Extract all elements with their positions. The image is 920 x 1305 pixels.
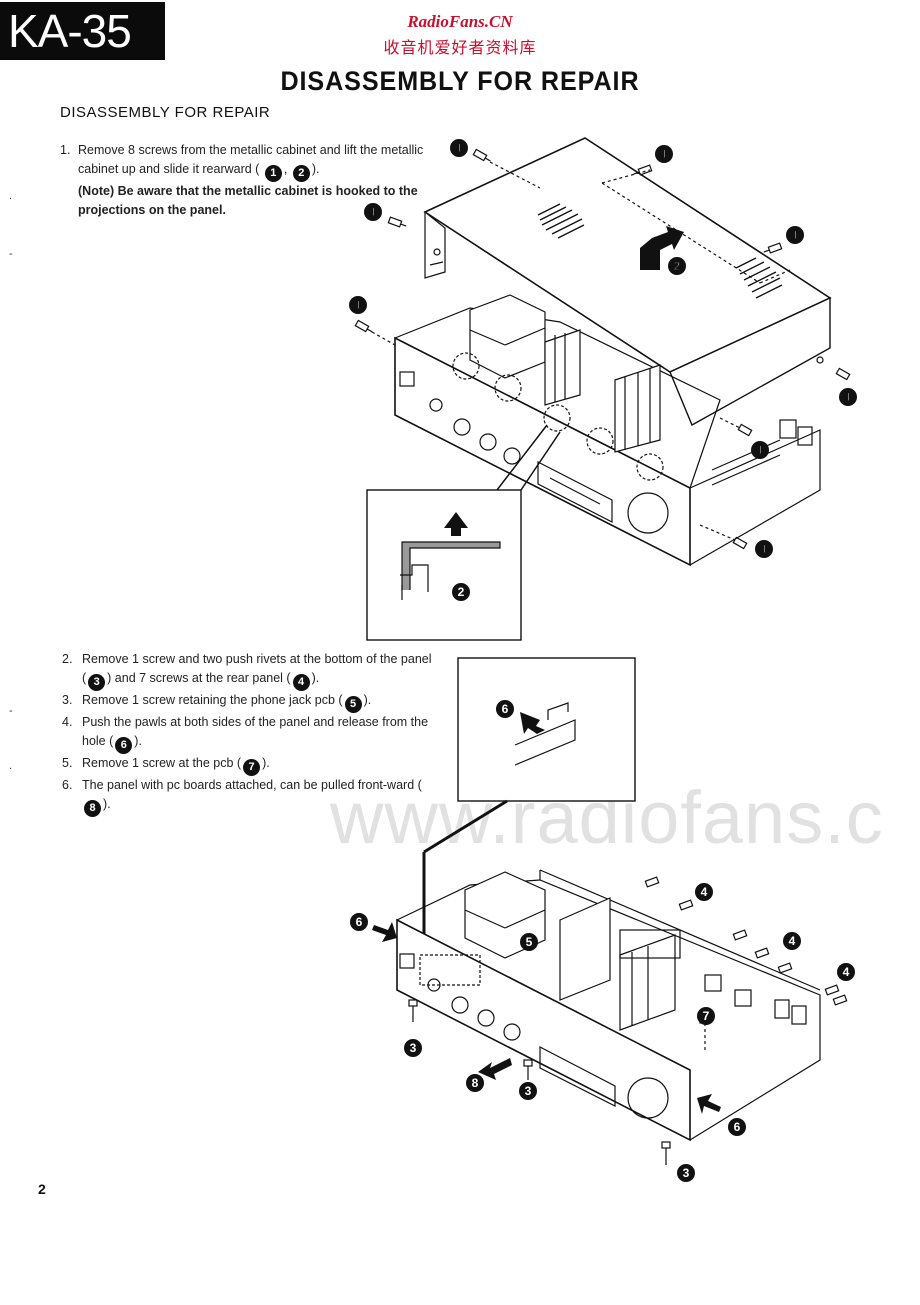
callout-5: 5 xyxy=(526,935,533,949)
margin-mark: . xyxy=(9,190,13,202)
callout-1: 1 xyxy=(845,390,852,404)
detail-inset-pawl: 6 xyxy=(422,657,636,935)
step-5-number: 5. xyxy=(62,756,73,770)
step-6: 6. The panel with pc boards attached, ca… xyxy=(60,776,436,817)
page-number: 2 xyxy=(38,1181,46,1197)
step-6-number: 6. xyxy=(62,778,73,792)
steps-list: 2. Remove 1 screw and two push rivets at… xyxy=(60,650,436,817)
step-1-tail: ). xyxy=(311,162,320,176)
callout-4: 4 xyxy=(843,965,850,979)
watermark-site: RadioFans.CN xyxy=(407,12,513,31)
callout-ref-6: 6 xyxy=(115,737,133,754)
callout-ref-7: 7 xyxy=(243,759,261,776)
callout-ref-3: 3 xyxy=(88,674,106,691)
callout-6: 6 xyxy=(734,1120,741,1134)
step-4-number: 4. xyxy=(62,715,73,729)
callout-ref-5: 5 xyxy=(344,696,362,713)
step-3-text-b: ). xyxy=(363,693,372,707)
detail-inset-hook: 2 xyxy=(366,424,561,641)
callout-1: 1 xyxy=(355,298,362,312)
step-6-text: The panel with pc boards attached, can b… xyxy=(82,778,422,792)
callout-1: 1 xyxy=(761,542,768,556)
callout-ref-2: 2 xyxy=(292,165,310,182)
margin-mark: . xyxy=(9,760,13,772)
step-4-text: Push the pawls at both sides of the pane… xyxy=(82,715,429,748)
model-badge: KA-35 xyxy=(0,2,165,60)
callout-ref-4: 4 xyxy=(292,674,310,691)
callout-1: 1 xyxy=(792,228,799,242)
step-2-text-c: ). xyxy=(311,671,320,685)
receiver-chassis-top xyxy=(394,294,821,567)
step-2-text: Remove 1 screw and two push rivets at th… xyxy=(82,652,432,685)
step-5: 5. Remove 1 screw at the pcb (7). xyxy=(60,754,436,776)
callout-2: 2 xyxy=(458,585,465,599)
callout-7: 7 xyxy=(703,1009,710,1023)
step-2-number: 2. xyxy=(62,652,73,666)
callout-4: 4 xyxy=(701,885,708,899)
section-title: DISASSEMBLY FOR REPAIR xyxy=(60,104,271,121)
screws-bottom xyxy=(372,876,848,1165)
screws-top xyxy=(354,148,851,550)
step-1-note: (Note) Be aware that the metallic cabine… xyxy=(78,184,418,217)
step-2: 2. Remove 1 screw and two push rivets at… xyxy=(60,650,436,691)
callout-3: 3 xyxy=(525,1084,532,1098)
step-1-text: Remove 8 screws from the metallic cabine… xyxy=(78,143,424,176)
callouts-bottom: 6 4 5 4 4 7 3 8 3 6 3 xyxy=(350,883,855,1182)
receiver-chassis-bottom xyxy=(396,869,821,1142)
watermark-cn: 收音机爱好者资料库 xyxy=(383,38,537,57)
callout-6: 6 xyxy=(502,702,509,716)
callout-1: 1 xyxy=(661,147,668,161)
margin-mark: - xyxy=(9,705,13,717)
callout-1: 1 xyxy=(757,443,764,457)
callout-6: 6 xyxy=(356,915,363,929)
step-6-text-b: ). xyxy=(103,797,111,811)
callout-4: 4 xyxy=(789,934,796,948)
step-5-text: Remove 1 screw at the pcb ( xyxy=(82,756,242,770)
callout-1: 1 xyxy=(456,141,463,155)
step-4-text-b: ). xyxy=(134,734,142,748)
callouts-top: 1 1 1 1 2 1 1 1 1 xyxy=(349,139,857,558)
step-1-separator: , xyxy=(283,162,288,176)
margin-mark: - xyxy=(9,248,13,260)
callout-8: 8 xyxy=(472,1076,479,1090)
callout-ref-1: 1 xyxy=(264,165,282,182)
model-name: KA-35 xyxy=(8,5,132,57)
callout-3: 3 xyxy=(410,1041,417,1055)
step-4: 4. Push the pawls at both sides of the p… xyxy=(60,713,436,754)
step-2-text-b: ) and 7 screws at the rear panel ( xyxy=(107,671,291,685)
page-title: DISASSEMBLY FOR REPAIR xyxy=(280,66,640,96)
step-1-number: 1. xyxy=(60,143,71,157)
callout-2: 2 xyxy=(674,259,681,273)
step-3-text: Remove 1 screw retaining the phone jack … xyxy=(82,693,343,707)
callout-ref-8: 8 xyxy=(84,800,101,817)
metallic-cabinet xyxy=(423,137,832,426)
step-1: 1. Remove 8 screws from the metallic cab… xyxy=(60,141,435,220)
callout-1: 1 xyxy=(370,205,377,219)
step-3: 3. Remove 1 screw retaining the phone ja… xyxy=(60,691,436,713)
step-3-number: 3. xyxy=(62,693,73,707)
callout-3: 3 xyxy=(683,1166,690,1180)
step-5-text-b: ). xyxy=(262,756,270,770)
